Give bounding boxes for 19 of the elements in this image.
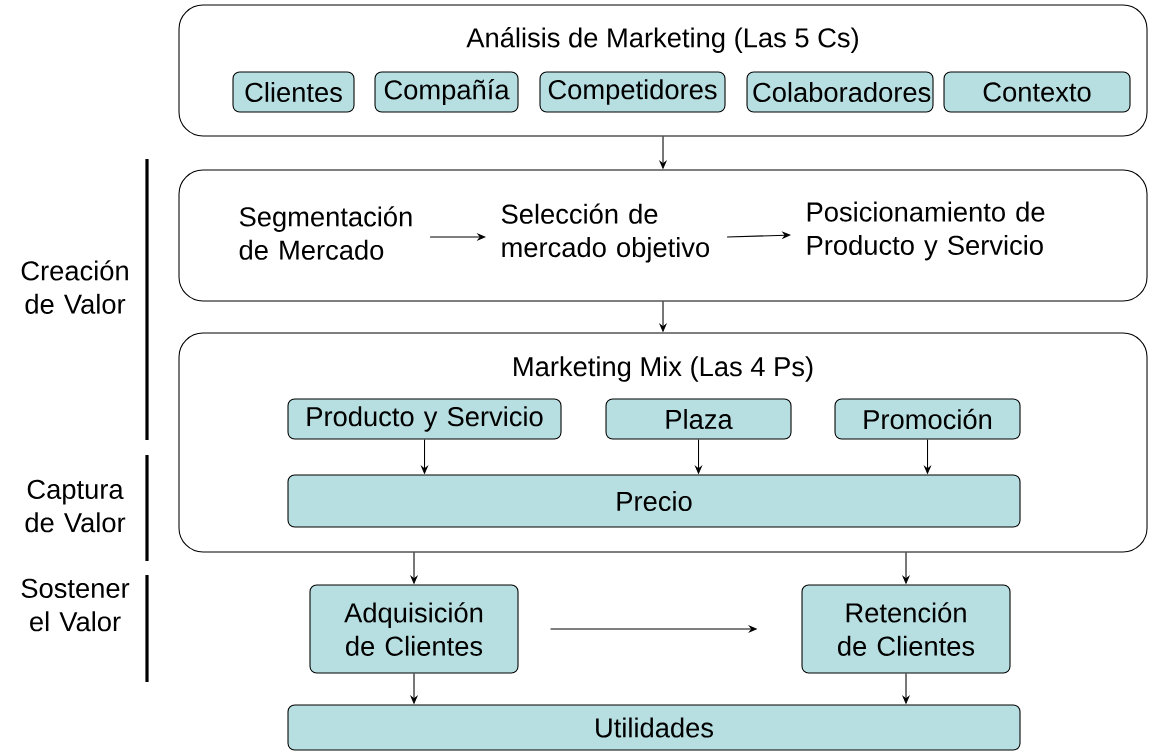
process-box: Compañía bbox=[374, 71, 519, 113]
process-box: Contexto bbox=[943, 71, 1131, 113]
process-box: Competidores bbox=[539, 71, 726, 113]
side-label: Sostener el Valor bbox=[21, 578, 130, 632]
side-label: Creación de Valor bbox=[21, 260, 128, 314]
process-box: Promoción bbox=[834, 398, 1021, 440]
side-label: Captura de Valor bbox=[25, 479, 126, 533]
process-box: Precio bbox=[287, 474, 1021, 528]
step-text: Segmentación de Mercado bbox=[239, 206, 412, 260]
process-box: Producto y Servicio bbox=[287, 398, 562, 440]
group-box bbox=[178, 169, 1148, 302]
process-box: Adquisición de Clientes bbox=[309, 584, 519, 674]
process-box: Clientes bbox=[232, 71, 355, 113]
step-text: Posicionamiento de Producto y Servicio bbox=[807, 201, 1045, 261]
step-text: Selección de mercado objetivo bbox=[501, 203, 709, 263]
process-box: Utilidades bbox=[287, 704, 1021, 751]
process-box: Plaza bbox=[605, 398, 792, 440]
process-box: Colaboradores bbox=[746, 71, 934, 113]
process-box: Retención de Clientes bbox=[801, 584, 1011, 674]
